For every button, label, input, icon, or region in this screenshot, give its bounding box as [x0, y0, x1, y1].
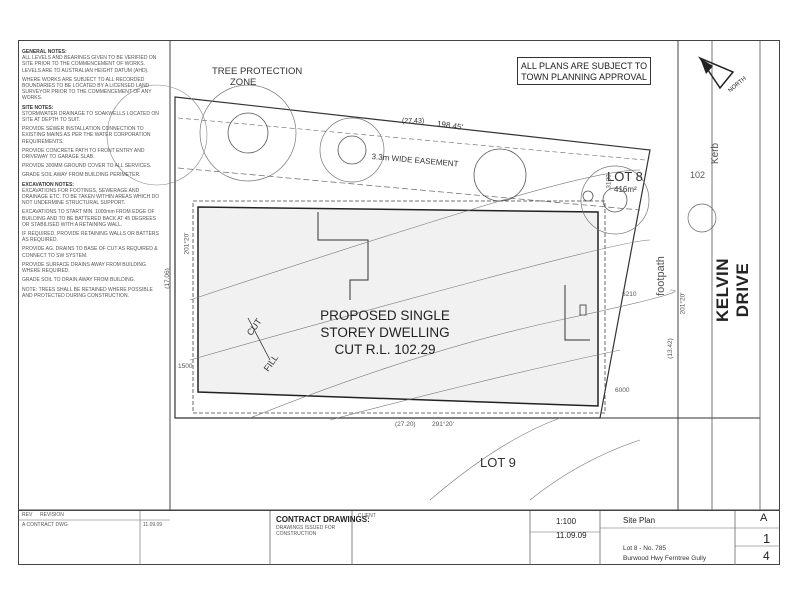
note-text: ALL LEVELS AND BEARINGS GIVEN TO BE VERI…: [22, 55, 157, 74]
easement-line: [177, 167, 641, 211]
note-text: PROVIDE SURFACE DRAINS AWAY FROM BUILDIN…: [22, 261, 146, 275]
contour-line: [249, 289, 676, 419]
general-notes: GENERAL NOTES: ALL LEVELS AND BEARINGS G…: [22, 46, 160, 446]
setback-dimension: 3100: [605, 174, 613, 189]
contour-level-label: 102: [690, 170, 706, 180]
setback-dimension: 6210: [622, 291, 637, 298]
tree-icon: [227, 112, 269, 154]
boundary-dimension: (27.43): [402, 118, 425, 125]
contour-line: [189, 169, 641, 301]
north-arrow-icon: [697, 56, 735, 90]
rev-column-label: REV: [22, 512, 33, 518]
revision-row: A CONTRACT DWG: [22, 522, 68, 528]
contour-line: [429, 417, 561, 501]
note-text: EXCAVATIONS TO START MIN. 1000mm FROM ED…: [22, 209, 157, 228]
street-tree-icon: [687, 203, 717, 233]
street-name: KELVIN DRIVE: [713, 257, 752, 323]
boundary-bearing-bottom: 291°20': [432, 421, 454, 428]
tree-icon: [602, 187, 628, 213]
sheet-number: 1: [763, 531, 771, 546]
tree-icon: [582, 190, 594, 202]
notes-heading-excavation: EXCAVATION NOTES:: [22, 181, 74, 188]
dwelling-label-line: STOREY DWELLING: [320, 325, 450, 340]
setback-dimension: 6000: [615, 387, 630, 394]
notes-heading-general: GENERAL NOTES:: [22, 49, 67, 55]
boundary-bearing-left: 201°20': [183, 232, 191, 255]
boundary-dimension-right: (13.42): [666, 338, 674, 359]
setback-dimension: 1500: [178, 363, 193, 370]
contour-line: [189, 239, 651, 361]
tree-protection-circle: [319, 117, 385, 183]
tree-protection-circle: [199, 84, 297, 182]
note-text: IF REQUIRED, PROVIDE RETAINING WALLS OR …: [22, 231, 159, 244]
tree-protection-circle: [580, 165, 650, 235]
note-text: PROVIDE 300MM GROUND COVER TO ALL SERVIC…: [22, 163, 152, 170]
neighbour-tree-circle: [106, 84, 208, 186]
dwelling-garage: [564, 285, 590, 341]
site-address: Burwood Hwy Ferntree Gully: [623, 555, 707, 562]
lot8-area: 416m²: [614, 185, 637, 194]
tree-icon: [473, 148, 527, 202]
dwelling-label-line: CUT R.L. 102.29: [334, 342, 436, 357]
dwelling-footprint: [197, 206, 599, 407]
revision-date: 11.09.09: [143, 522, 163, 528]
note-text: PROVIDE AG. DRAINS TO BASE OF CUT AS REQ…: [22, 246, 158, 259]
client-label: CLIENT: [358, 513, 376, 519]
dwelling-label-line: PROPOSED SINGLE: [320, 308, 450, 323]
sheet-title: Site Plan: [623, 516, 656, 525]
dwelling-setback: [192, 200, 606, 414]
note-text: PROVIDE SEWER INSTALLATION CONNECTION TO…: [22, 126, 151, 145]
tree-protection-label-line: ZONE: [230, 77, 257, 88]
dwelling-internal: [317, 212, 369, 300]
contour-line: [329, 349, 621, 421]
tree-protection-label-line: TREE PROTECTION: [212, 66, 303, 77]
contour-line: [529, 439, 641, 501]
note-text: PROVIDE CONCRETE PATH TO FRONT ENTRY AND…: [22, 147, 145, 161]
lot-reference: Lot 8 - No. 785: [623, 545, 666, 552]
boundary-bearing-right: 201°20': [679, 292, 687, 315]
note-text: EXCAVATIONS FOR FOOTINGS, SEWERAGE AND D…: [22, 187, 160, 207]
lot9-label: LOT 9: [480, 455, 516, 470]
revision-letter: A: [760, 512, 768, 524]
contract-subtitle: DRAWINGS ISSUED FOR CONSTRUCTION: [276, 525, 336, 537]
note-text: GRADE SOIL AWAY FROM BUILDING PERIMETER.: [22, 172, 141, 179]
sheet-total: 4: [763, 549, 770, 563]
note-text: GRADE SOIL TO DRAIN AWAY FROM BUILDING.: [22, 277, 135, 284]
boundary-dimension-bottom: (27.20): [395, 421, 416, 428]
title-block: REV REVISION A CONTRACT DWG 11.09.09 CON…: [18, 510, 780, 565]
drawing-date: 11.09.09: [556, 531, 587, 540]
approval-notice: ALL PLANS ARE SUBJECT TO TOWN PLANNING A…: [517, 57, 651, 85]
rev-description-label: REVISION: [40, 512, 64, 518]
drawing-scale: 1:100: [556, 517, 577, 526]
note-text: NOTE: TREES SHALL BE RETAINED WHERE POSS…: [22, 286, 153, 299]
boundary-dimension-left: (17.06): [163, 268, 171, 289]
lot8-label: LOT 8: [607, 169, 643, 184]
note-text: STORMWATER DRAINAGE TO SOAKWELLS LOCATED…: [22, 110, 159, 124]
note-text: WHERE WORKS ARE SUBJECT TO ALL RECORDED …: [22, 76, 152, 102]
footpath-label: footpath: [654, 256, 667, 296]
cut-fill-arrow: [247, 317, 271, 361]
kerb-label: Kerb: [710, 142, 722, 165]
notes-heading-site: SITE NOTES:: [22, 104, 54, 111]
tree-protection-label: TREE PROTECTION ZONE: [212, 66, 302, 88]
dwelling-label: PROPOSED SINGLE STOREY DWELLING CUT R.L.…: [300, 307, 470, 358]
tree-icon: [337, 135, 367, 165]
contract-title: CONTRACT DRAWINGS:: [276, 515, 370, 524]
easement-line-top: [177, 117, 646, 161]
